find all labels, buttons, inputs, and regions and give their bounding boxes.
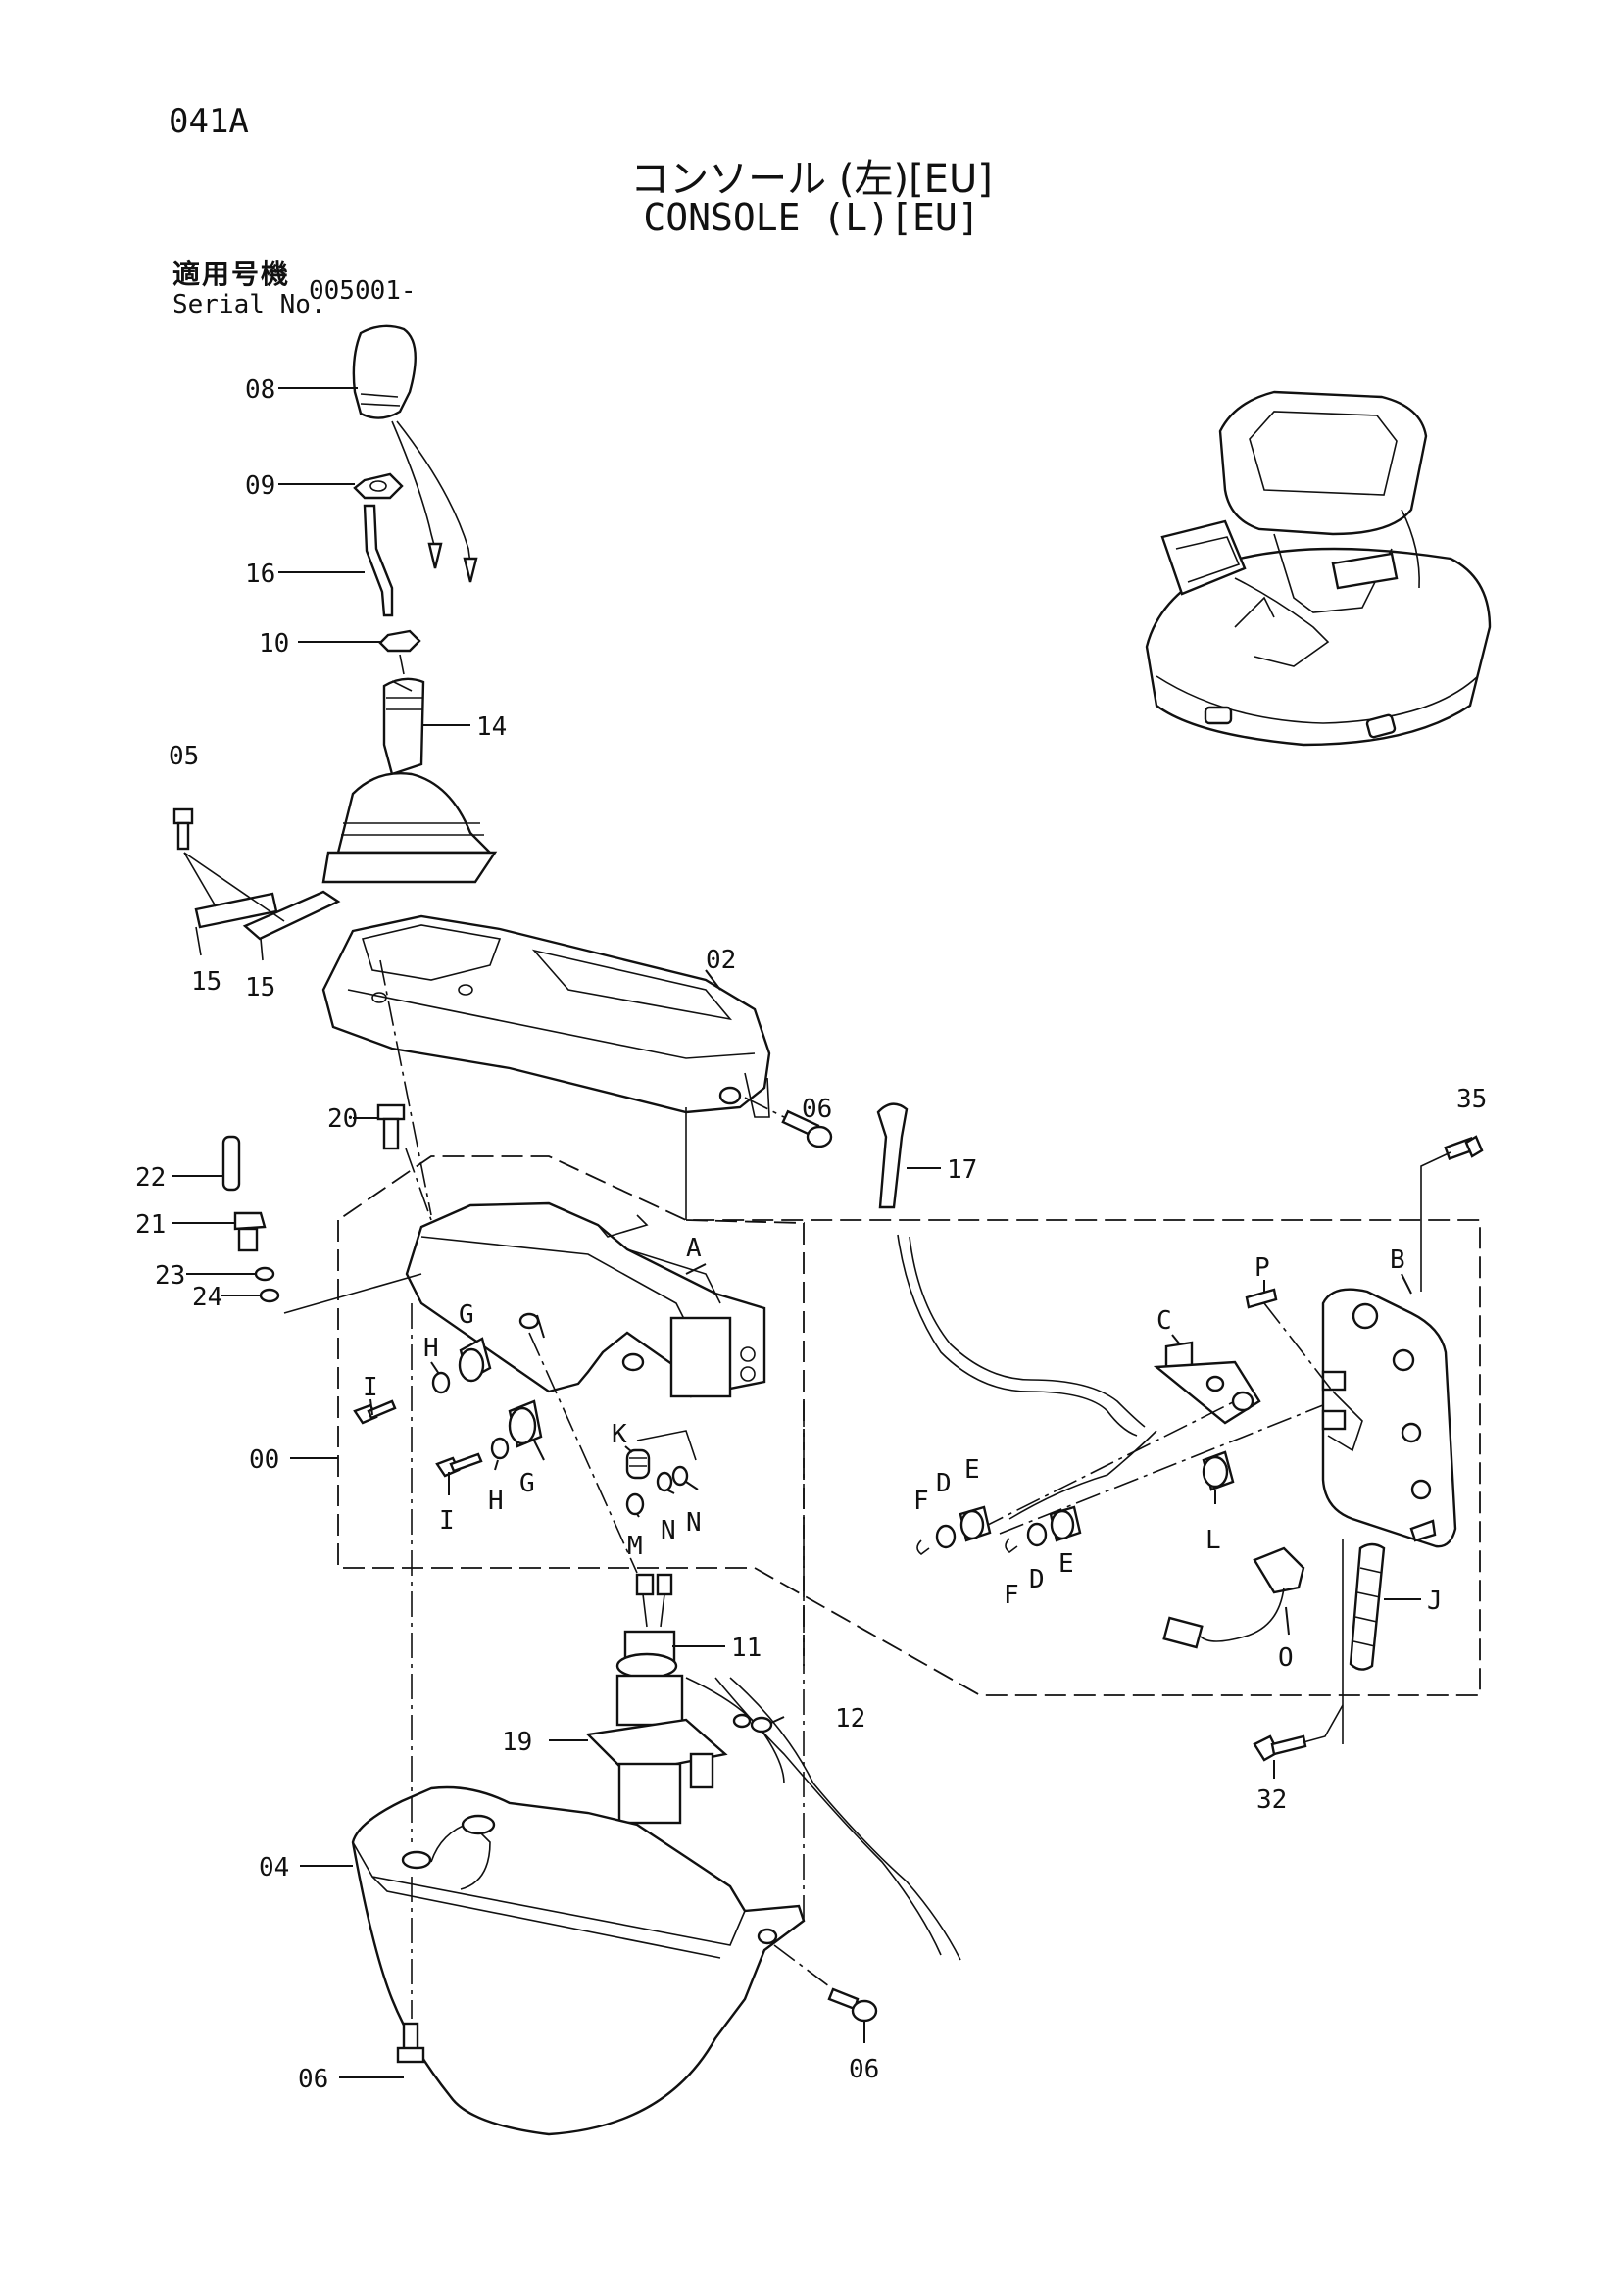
leader-lines bbox=[172, 387, 1421, 2078]
bolt-35-part bbox=[1444, 1135, 1484, 1160]
machine-overview-illustration bbox=[1145, 390, 1492, 747]
washer-h-upper-part bbox=[431, 1371, 451, 1394]
callout-10: 10 bbox=[259, 629, 289, 659]
switch-19-part bbox=[585, 1573, 728, 1825]
callout-06-bottom: 06 bbox=[298, 2065, 328, 2094]
bolt-21-part bbox=[233, 1211, 267, 1252]
callout-b: B bbox=[1390, 1246, 1405, 1275]
page-code: 041A bbox=[169, 102, 249, 141]
callout-f-lower: F bbox=[1004, 1581, 1019, 1610]
callout-i-upper: I bbox=[363, 1373, 378, 1402]
title-japanese: コンソール (左)[EU] bbox=[630, 157, 993, 202]
serial-number-value: 005001- bbox=[309, 276, 417, 306]
callout-n-right: N bbox=[686, 1508, 702, 1538]
callout-12: 12 bbox=[835, 1704, 865, 1734]
callout-h-upper: H bbox=[423, 1334, 439, 1363]
callout-08: 08 bbox=[245, 375, 275, 405]
callout-k: K bbox=[612, 1420, 627, 1449]
callout-32: 32 bbox=[1256, 1785, 1287, 1815]
callout-06-lower-right: 06 bbox=[849, 2055, 879, 2084]
lower-console-04-part bbox=[351, 1785, 806, 2136]
callout-a: A bbox=[686, 1234, 702, 1263]
spring-j-part bbox=[1349, 1542, 1386, 1671]
callout-g-lower: G bbox=[519, 1469, 535, 1498]
bushing-g-upper-part bbox=[458, 1337, 492, 1383]
bolt-i-upper-part bbox=[353, 1399, 397, 1425]
callout-c: C bbox=[1156, 1306, 1172, 1336]
plate-b-part bbox=[1321, 1288, 1457, 1548]
callout-j: J bbox=[1427, 1587, 1443, 1616]
callout-14: 14 bbox=[476, 712, 507, 742]
callout-16: 16 bbox=[245, 560, 275, 589]
callout-11: 11 bbox=[731, 1634, 762, 1663]
washer-n2-part bbox=[671, 1465, 689, 1487]
bushing-group-left-part bbox=[916, 1505, 992, 1556]
bushing-g-lower-part bbox=[508, 1399, 543, 1448]
callout-d-upper: D bbox=[936, 1469, 952, 1498]
pin-22-part bbox=[221, 1135, 241, 1192]
knob-08-part bbox=[352, 324, 478, 583]
callout-15-left: 15 bbox=[191, 967, 221, 997]
bolt-06-bottom-part bbox=[396, 2022, 425, 2064]
callout-21: 21 bbox=[135, 1210, 166, 1240]
bolt-20-part bbox=[376, 1103, 406, 1150]
callout-e-upper: E bbox=[964, 1455, 980, 1485]
rod-16-part bbox=[363, 504, 394, 617]
callout-02: 02 bbox=[706, 946, 736, 975]
bolt-i-lower-part bbox=[435, 1452, 483, 1478]
callout-m: M bbox=[627, 1532, 643, 1561]
bracket-a-part bbox=[405, 1201, 766, 1398]
clip-24-part bbox=[259, 1288, 280, 1303]
callout-e-lower: E bbox=[1058, 1549, 1074, 1579]
assembly-00-outline bbox=[337, 1155, 1481, 1696]
lever-boot-14-part bbox=[321, 677, 498, 884]
bolt-05-part bbox=[172, 807, 194, 851]
nut-09-part bbox=[353, 472, 404, 500]
callout-22: 22 bbox=[135, 1163, 166, 1193]
callout-f-upper: F bbox=[913, 1487, 929, 1516]
callout-00: 00 bbox=[249, 1445, 279, 1475]
bolt-06-lower-right-part bbox=[827, 1987, 878, 2023]
callout-19: 19 bbox=[502, 1728, 532, 1757]
washer-h-lower-part bbox=[490, 1437, 510, 1460]
harness-o-part bbox=[1162, 1546, 1305, 1649]
callout-24: 24 bbox=[192, 1283, 222, 1312]
bushing-l-part bbox=[1202, 1450, 1235, 1491]
bolt-06-upper-part bbox=[781, 1109, 833, 1148]
callout-n-left: N bbox=[661, 1516, 676, 1545]
console-cover-02-part bbox=[321, 914, 771, 1118]
callout-06-upper: 06 bbox=[802, 1095, 832, 1124]
callout-i-lower: I bbox=[439, 1506, 455, 1536]
plate-15-part bbox=[183, 852, 341, 961]
callout-15-right: 15 bbox=[245, 973, 275, 1002]
spring-k-part bbox=[625, 1448, 651, 1480]
callout-23: 23 bbox=[155, 1261, 185, 1291]
callout-20: 20 bbox=[327, 1104, 358, 1134]
callout-l: L bbox=[1205, 1526, 1221, 1555]
callout-p: P bbox=[1254, 1253, 1270, 1283]
callout-o: O bbox=[1278, 1643, 1294, 1673]
washer-23-part bbox=[254, 1266, 275, 1282]
serial-label-japanese: 適用号機 bbox=[172, 258, 291, 290]
bushing-group-right-part bbox=[1005, 1505, 1082, 1554]
callout-17: 17 bbox=[947, 1155, 977, 1185]
callout-h-lower: H bbox=[488, 1487, 504, 1516]
callout-35: 35 bbox=[1456, 1085, 1487, 1114]
title-english: CONSOLE (L)[EU] bbox=[643, 196, 980, 239]
callout-05: 05 bbox=[169, 742, 199, 771]
callout-g-upper: G bbox=[459, 1300, 474, 1330]
serial-label-english: Serial No. bbox=[172, 290, 326, 319]
callout-09: 09 bbox=[245, 471, 275, 501]
callout-d-lower: D bbox=[1029, 1565, 1045, 1594]
bolt-32-part bbox=[1253, 1734, 1307, 1762]
washer-n1-part bbox=[656, 1471, 673, 1492]
nut-m-part bbox=[625, 1492, 645, 1516]
pin-p-part bbox=[1245, 1288, 1278, 1309]
callout-04: 04 bbox=[259, 1853, 289, 1882]
hose-17-part bbox=[876, 1102, 909, 1209]
nut-10-part bbox=[378, 629, 421, 653]
link-c-part bbox=[1153, 1341, 1261, 1425]
